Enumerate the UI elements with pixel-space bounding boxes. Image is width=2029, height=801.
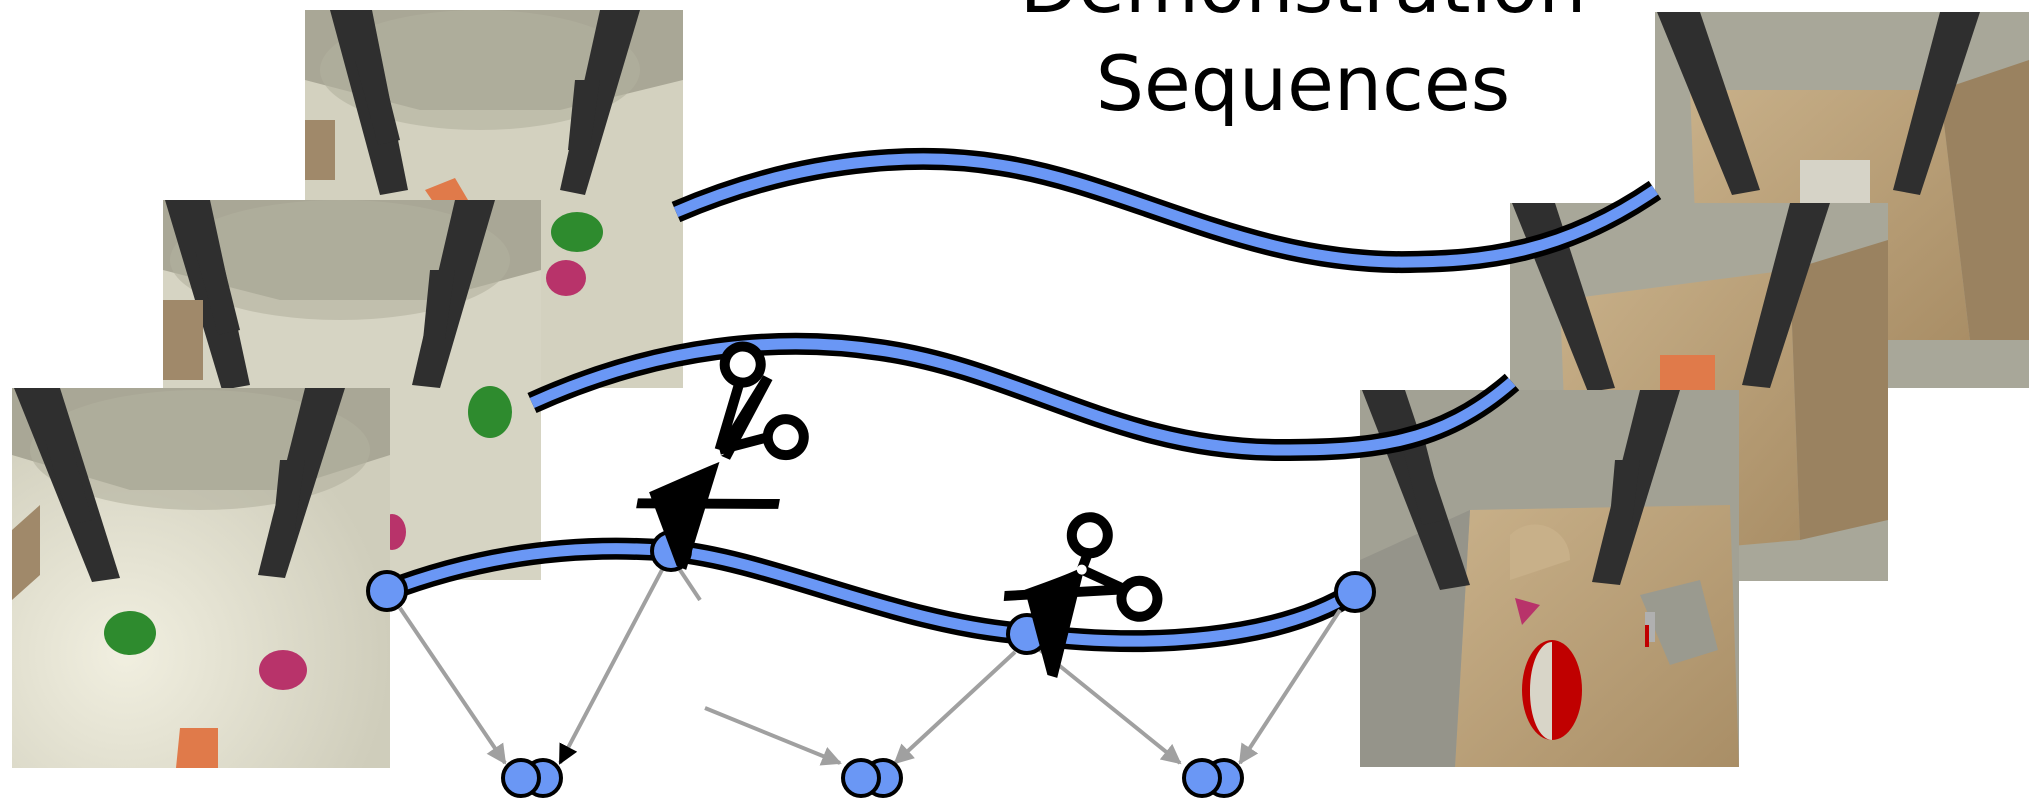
arrow-1b [558, 567, 665, 765]
arrow-1a [398, 606, 507, 765]
segment-1-node-a [501, 758, 541, 798]
start-frame-middle [163, 200, 541, 580]
segment-2-node-a [841, 758, 881, 798]
arrow-2a [704, 706, 842, 766]
arrow-2b [893, 650, 1017, 765]
segment-arrows [398, 606, 1342, 766]
arrow-2a-upper [678, 568, 702, 602]
arrow-3b [1238, 608, 1342, 765]
node-start [366, 570, 408, 612]
arrow-3a [1038, 648, 1182, 765]
scissors-icon [636, 341, 809, 570]
segment-node-pairs [501, 758, 1244, 798]
node-end [1334, 571, 1376, 613]
sequence-curve-top [671, 147, 1662, 274]
start-frame-front [12, 388, 390, 768]
diagram-title-line1: Demonstration [1020, 0, 1587, 30]
scissors-icon [1003, 512, 1163, 678]
sequence-curve-middle [527, 332, 1520, 462]
diagram-title-line2: Sequences [1096, 39, 1510, 128]
segment-3-node-a [1182, 758, 1222, 798]
sequence-curve-bottom [383, 537, 1361, 653]
